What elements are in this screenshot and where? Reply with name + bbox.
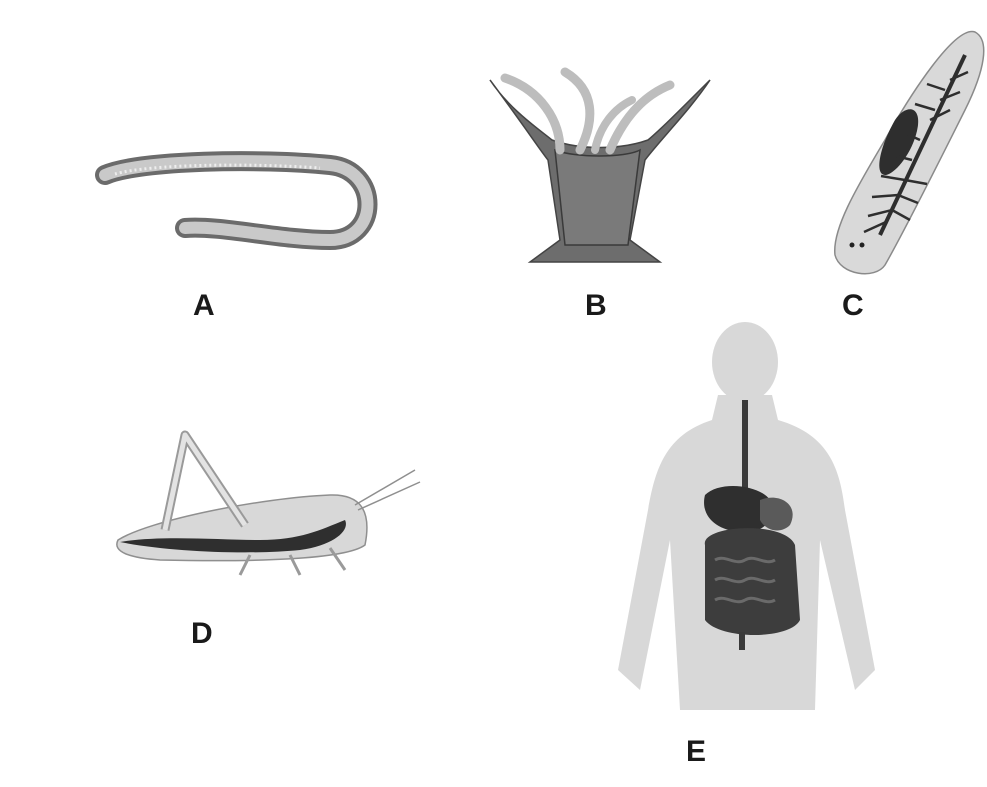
label-d: D [191, 619, 213, 649]
label-c: C [842, 291, 864, 321]
label-b: B [585, 291, 607, 321]
label-e: E [686, 737, 706, 767]
label-a: A [193, 291, 215, 321]
